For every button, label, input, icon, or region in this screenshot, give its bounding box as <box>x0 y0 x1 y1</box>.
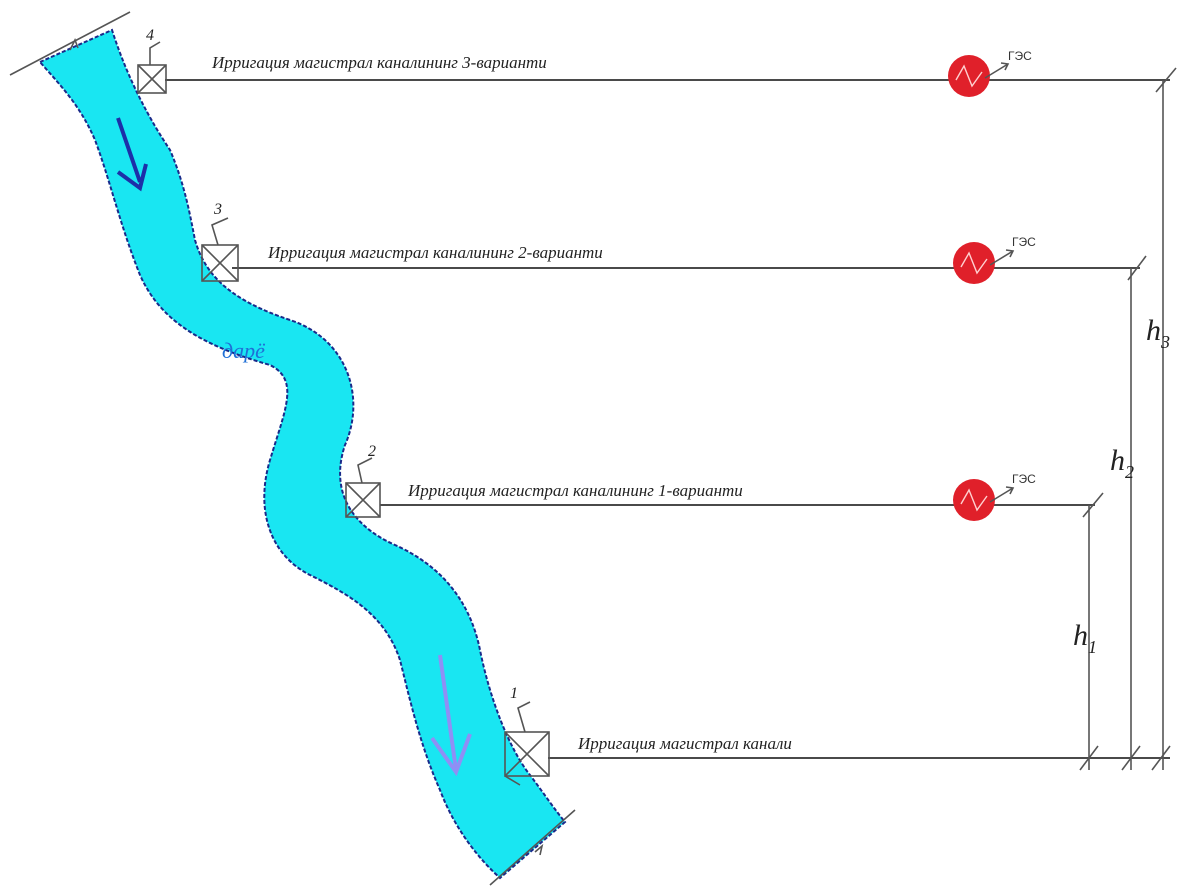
regulator-number-4: 4 <box>146 27 154 44</box>
river <box>38 28 567 880</box>
canal-end-ticks <box>1079 67 1177 771</box>
ges-station-1 <box>953 479 1015 521</box>
regulator-number-2: 2 <box>368 443 376 460</box>
regulator-number-3: 3 <box>213 201 222 218</box>
head-regulator-3 <box>201 217 239 282</box>
flow-arrow-top <box>116 117 148 192</box>
height-label-h2: h2 <box>1110 444 1134 482</box>
ges-station-3 <box>948 55 1010 97</box>
canal-label-1: Ирригация магистрал канали <box>577 734 792 753</box>
ges-station-2 <box>953 242 1015 284</box>
ges-label-2: ГЭС <box>1012 235 1036 249</box>
height-label-h3: h3 <box>1146 314 1170 352</box>
canal-label-3: Ирригация магистрал каналининг 2-вариант… <box>267 243 603 262</box>
height-label-h1: h1 <box>1073 619 1097 657</box>
canal-label-4: Ирригация магистрал каналининг 3-вариант… <box>211 53 547 72</box>
canal-label-2: Ирригация магистрал каналининг 1-вариант… <box>407 481 743 500</box>
ges-label-1: ГЭС <box>1012 472 1036 486</box>
head-regulator-4 <box>137 41 167 94</box>
river-label: дарё <box>222 338 265 363</box>
river-break-bottom <box>489 809 576 886</box>
river-break-top <box>9 11 131 76</box>
regulator-number-1: 1 <box>510 685 518 702</box>
head-regulator-1 <box>504 701 550 786</box>
head-regulator-2 <box>345 457 381 518</box>
ges-label-3: ГЭС <box>1008 49 1032 63</box>
flow-arrow-bottom <box>430 654 472 777</box>
